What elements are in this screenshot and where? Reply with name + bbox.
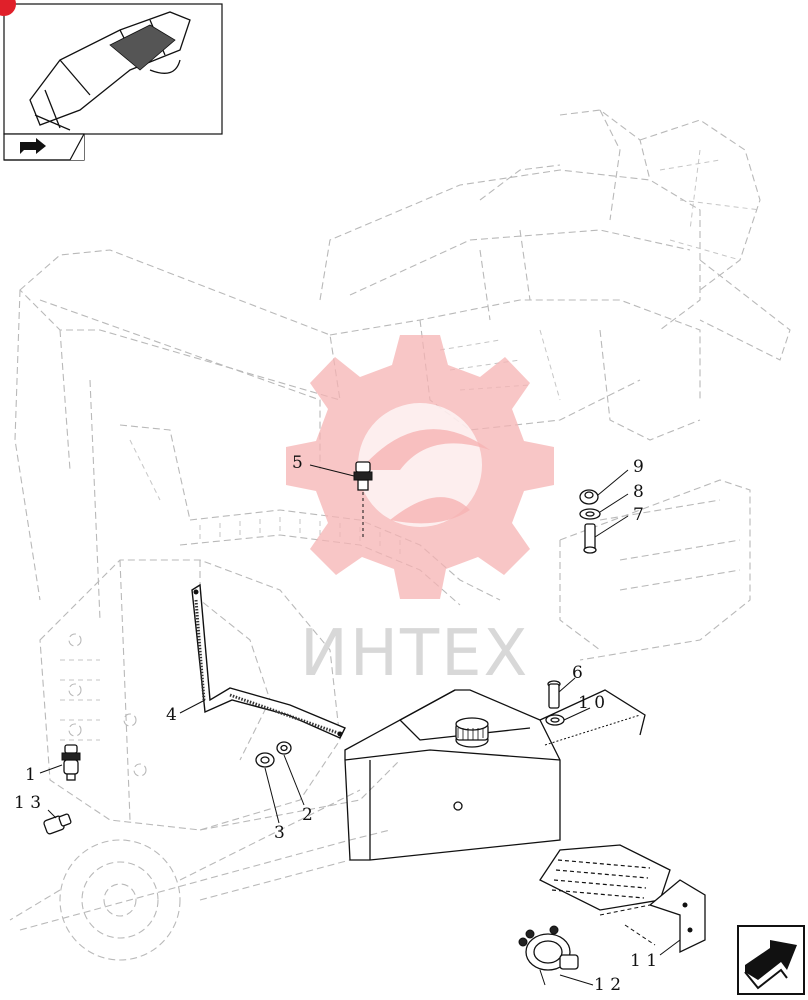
leader-7	[594, 515, 629, 538]
watermark-logo: ИНТЕХ	[286, 335, 554, 691]
callout-10: 1 0	[578, 693, 605, 713]
callout-4: 4	[166, 705, 177, 725]
leader-13	[47, 809, 57, 819]
callout-5: 5	[292, 453, 303, 473]
callout-12: 1 2	[594, 975, 621, 995]
callout-1: 1	[25, 765, 36, 785]
part-5-sensor	[353, 461, 373, 540]
leader-9	[597, 469, 629, 496]
part-1-sensor	[61, 744, 81, 781]
callout-13: 1 3	[14, 793, 41, 813]
part-8-washer	[579, 508, 601, 520]
next-page-button[interactable]	[737, 925, 805, 995]
leader-10	[563, 707, 591, 721]
part-3-nut	[255, 752, 275, 768]
leader-1	[39, 764, 63, 774]
next-arrow-icon	[744, 940, 797, 990]
callout-2: 2	[302, 805, 313, 825]
thumbnail-badge	[0, 0, 16, 16]
part-12-switch	[518, 925, 579, 986]
callout-7: 7	[633, 505, 644, 525]
leader-6	[558, 677, 576, 693]
leader-4	[179, 699, 206, 714]
part-9-nut	[579, 489, 599, 505]
callout-6: 6	[572, 663, 583, 683]
callout-3: 3	[274, 823, 285, 843]
part-6-bolt	[547, 680, 561, 709]
thumbnail-inset[interactable]	[3, 3, 223, 161]
leader-5	[309, 464, 355, 477]
callout-8: 8	[633, 482, 644, 502]
callout-11: 1 1	[630, 951, 657, 971]
leader-2	[283, 754, 305, 806]
part-4-strap	[191, 583, 346, 739]
part-7-bolt	[583, 523, 597, 554]
part-2-washer	[276, 741, 292, 755]
watermark-text: ИНТЕХ	[300, 617, 529, 691]
leader-3	[264, 767, 280, 824]
arrow-right-icon[interactable]	[20, 138, 46, 154]
leader-11	[659, 939, 681, 956]
callout-9: 9	[633, 457, 644, 477]
battery-box-assembly	[344, 689, 706, 954]
leader-8	[599, 493, 629, 513]
leader-12	[559, 974, 594, 986]
part-13-plug	[43, 813, 72, 835]
